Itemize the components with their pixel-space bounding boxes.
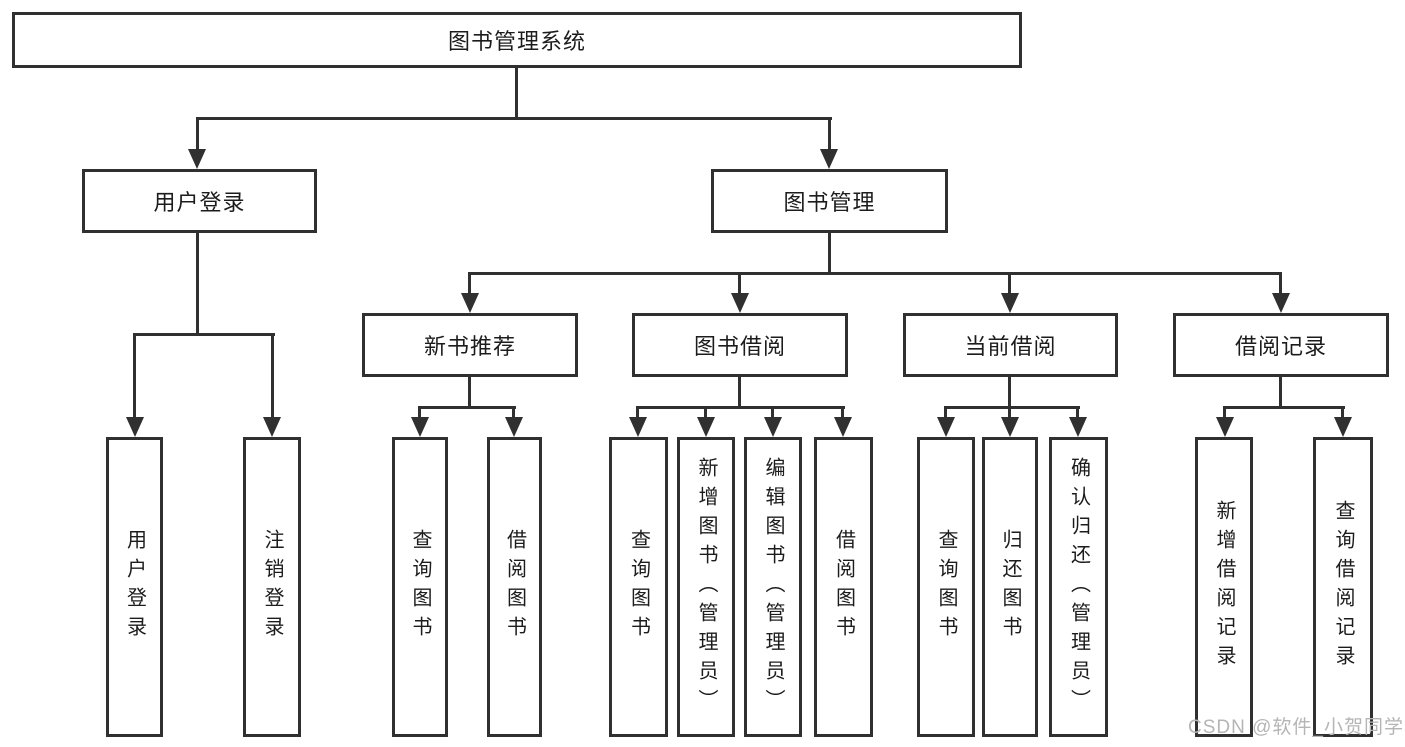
node-new-book-recommend: 新书推荐 xyxy=(362,313,578,377)
leaf-label: 查询图书 xyxy=(935,529,957,645)
connector xyxy=(515,68,518,120)
arrowhead xyxy=(937,417,955,437)
leaf-return-book: 归还图书 xyxy=(982,437,1038,737)
leaf-query-books-current: 查询图书 xyxy=(917,437,975,737)
arrowhead xyxy=(411,417,429,437)
connector xyxy=(1279,275,1282,295)
leaf-add-borrow-record: 新增借阅记录 xyxy=(1195,437,1253,737)
connector xyxy=(133,336,136,418)
connector xyxy=(636,409,639,419)
arrowhead xyxy=(1001,417,1019,437)
leaf-query-borrow-record: 查询借阅记录 xyxy=(1313,437,1373,737)
leaf-label: 借阅图书 xyxy=(503,529,526,645)
connector xyxy=(1341,409,1344,419)
leaf-edit-book-admin: 编辑图书（管理员） xyxy=(744,437,802,737)
leaf-confirm-return-admin: 确认归还（管理员） xyxy=(1049,437,1108,737)
arrowhead xyxy=(820,149,838,169)
connector xyxy=(944,406,1080,409)
connector xyxy=(512,409,515,419)
node-borrow-records: 借阅记录 xyxy=(1173,313,1389,377)
node-user-login: 用户登录 xyxy=(82,169,317,233)
connector xyxy=(196,120,199,151)
node-book-borrow: 图书借阅 xyxy=(632,313,848,377)
connector xyxy=(1008,275,1011,295)
node-book-management: 图书管理 xyxy=(711,169,948,233)
leaf-label: 用户登录 xyxy=(123,529,146,645)
connector xyxy=(828,233,831,275)
leaf-label: 新增图书（管理员） xyxy=(695,456,717,718)
connector xyxy=(636,406,845,409)
leaf-label: 注销登录 xyxy=(261,529,283,645)
arrowhead xyxy=(505,417,523,437)
connector xyxy=(271,336,274,418)
arrowhead xyxy=(1216,417,1234,437)
arrowhead xyxy=(1001,293,1019,313)
node-library-system: 图书管理系统 xyxy=(12,12,1022,68)
arrowhead xyxy=(629,417,647,437)
connector xyxy=(738,275,741,295)
connector xyxy=(418,406,516,409)
leaf-query-books-borrow: 查询图书 xyxy=(609,437,668,737)
connector xyxy=(1008,377,1011,409)
node-current-borrow: 当前借阅 xyxy=(903,313,1118,377)
leaf-borrow-books-recommend: 借阅图书 xyxy=(487,437,542,737)
connector xyxy=(196,117,832,120)
connector xyxy=(468,275,471,295)
leaf-label: 新增借阅记录 xyxy=(1213,500,1235,674)
csdn-watermark: CSDN @软件_小贺同学 xyxy=(1188,717,1404,738)
leaf-label: 查询图书 xyxy=(627,529,650,645)
leaf-logout: 注销登录 xyxy=(243,437,301,737)
connector xyxy=(1223,409,1226,419)
connector xyxy=(468,377,471,409)
connector xyxy=(418,409,421,419)
leaf-label: 编辑图书（管理员） xyxy=(762,456,784,718)
arrowhead xyxy=(188,149,206,169)
arrowhead xyxy=(126,417,144,437)
connector xyxy=(1279,377,1282,409)
arrowhead xyxy=(461,293,479,313)
connector xyxy=(704,409,707,419)
arrowhead xyxy=(731,293,749,313)
connector xyxy=(468,272,1282,275)
leaf-label: 查询图书 xyxy=(409,529,431,645)
connector xyxy=(944,409,947,419)
leaf-user-login: 用户登录 xyxy=(106,437,163,737)
arrowhead xyxy=(764,417,782,437)
leaf-query-books-recommend: 查询图书 xyxy=(392,437,448,737)
connector xyxy=(1223,406,1345,409)
arrowhead xyxy=(1272,293,1290,313)
leaf-label: 借阅图书 xyxy=(832,529,855,645)
connector xyxy=(841,409,844,419)
leaf-label: 归还图书 xyxy=(999,529,1021,645)
arrowhead xyxy=(697,417,715,437)
arrowhead xyxy=(1334,417,1352,437)
arrowhead xyxy=(834,417,852,437)
leaf-borrow-books: 借阅图书 xyxy=(814,437,873,737)
connector xyxy=(1076,409,1079,419)
leaf-label: 查询借阅记录 xyxy=(1332,500,1354,674)
arrowhead xyxy=(263,417,281,437)
connector xyxy=(133,333,275,336)
leaf-label: 确认归还（管理员） xyxy=(1067,456,1090,718)
connector xyxy=(738,377,741,409)
connector xyxy=(1008,409,1011,419)
arrowhead xyxy=(1069,417,1087,437)
leaf-add-book-admin: 新增图书（管理员） xyxy=(677,437,735,737)
connector xyxy=(196,233,199,336)
connector xyxy=(771,409,774,419)
connector xyxy=(828,120,831,151)
